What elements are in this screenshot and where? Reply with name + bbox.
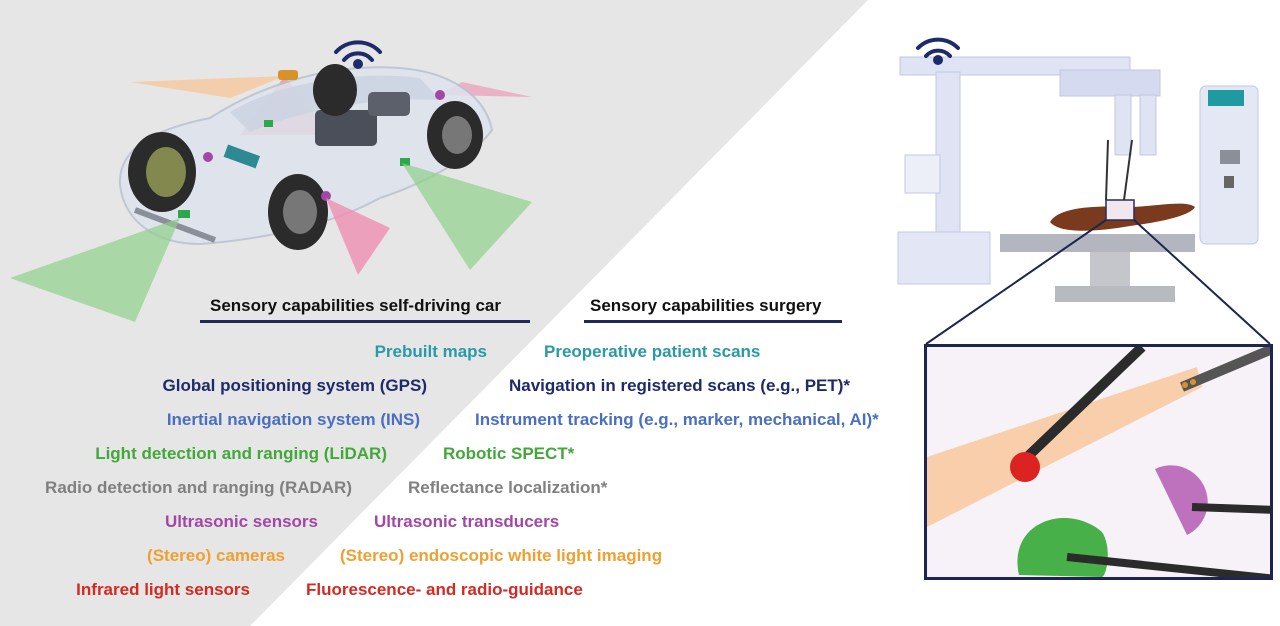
surgery-item-endoscopic-imaging: (Stereo) endoscopic white light imaging (340, 546, 663, 565)
wifi-icon (334, 40, 382, 69)
car-item-ultrasonic: Ultrasonic sensors (164, 512, 318, 531)
operating-table (1000, 234, 1195, 252)
spect-dome (1017, 518, 1108, 577)
wifi-icon (916, 37, 960, 65)
surgery-heading-underline (584, 320, 842, 323)
monitor-cart (1199, 85, 1259, 245)
zoomed-surgical-view (924, 344, 1273, 580)
surgery-item-robotic-spect: Robotic SPECT* (443, 444, 575, 463)
self-driving-car-illustration (10, 40, 532, 322)
lidar-sensor (178, 210, 190, 218)
surgery-capabilities-heading: Sensory capabilities surgery (590, 296, 822, 315)
surgery-item-navigation: Navigation in registered scans (e.g., PE… (509, 376, 851, 395)
lidar-cone-side (402, 163, 532, 270)
camera-cone (130, 76, 285, 98)
radar-cone-side (326, 198, 390, 275)
surgery-item-ultrasonic-transducers: Ultrasonic transducers (374, 512, 560, 531)
car-heading-underline (200, 320, 530, 323)
ultrasound-dome (1155, 465, 1208, 535)
surgery-item-instrument-tracking: Instrument tracking (e.g., marker, mecha… (475, 410, 879, 429)
car-item-radar: Radio detection and ranging (RADAR) (45, 478, 352, 497)
infrared-target (1010, 452, 1040, 482)
car-item-lidar: Light detection and ranging (LiDAR) (95, 444, 387, 463)
ultrasonic-sensor (203, 152, 213, 162)
car-item-infrared: Infrared light sensors (76, 580, 250, 599)
surgery-item-preop-scans: Preoperative patient scans (544, 342, 761, 361)
surgery-item-fluorescence: Fluorescence- and radio-guidance (306, 580, 583, 599)
zoomed-instruments (927, 347, 1270, 577)
wheel (313, 64, 357, 116)
white-light-beam (927, 367, 1202, 527)
camera-sensor (278, 70, 298, 80)
instrument-shaft (1018, 347, 1146, 466)
car-capabilities-heading: Sensory capabilities self-driving car (210, 296, 502, 315)
lidar-cone-front (10, 218, 180, 322)
car-item-gps: Global positioning system (GPS) (162, 376, 427, 395)
surgical-robot-illustration (897, 37, 1271, 345)
car-item-prebuilt-maps: Prebuilt maps (374, 342, 487, 361)
endoscope (1180, 347, 1270, 392)
car-item-cameras: (Stereo) cameras (147, 546, 285, 565)
car-item-ins: Inertial navigation system (INS) (166, 410, 420, 429)
car-seat (315, 110, 377, 146)
monitor-screen (1208, 90, 1244, 106)
surgery-item-reflectance: Reflectance localization* (408, 478, 608, 497)
gps-unit (223, 144, 261, 169)
